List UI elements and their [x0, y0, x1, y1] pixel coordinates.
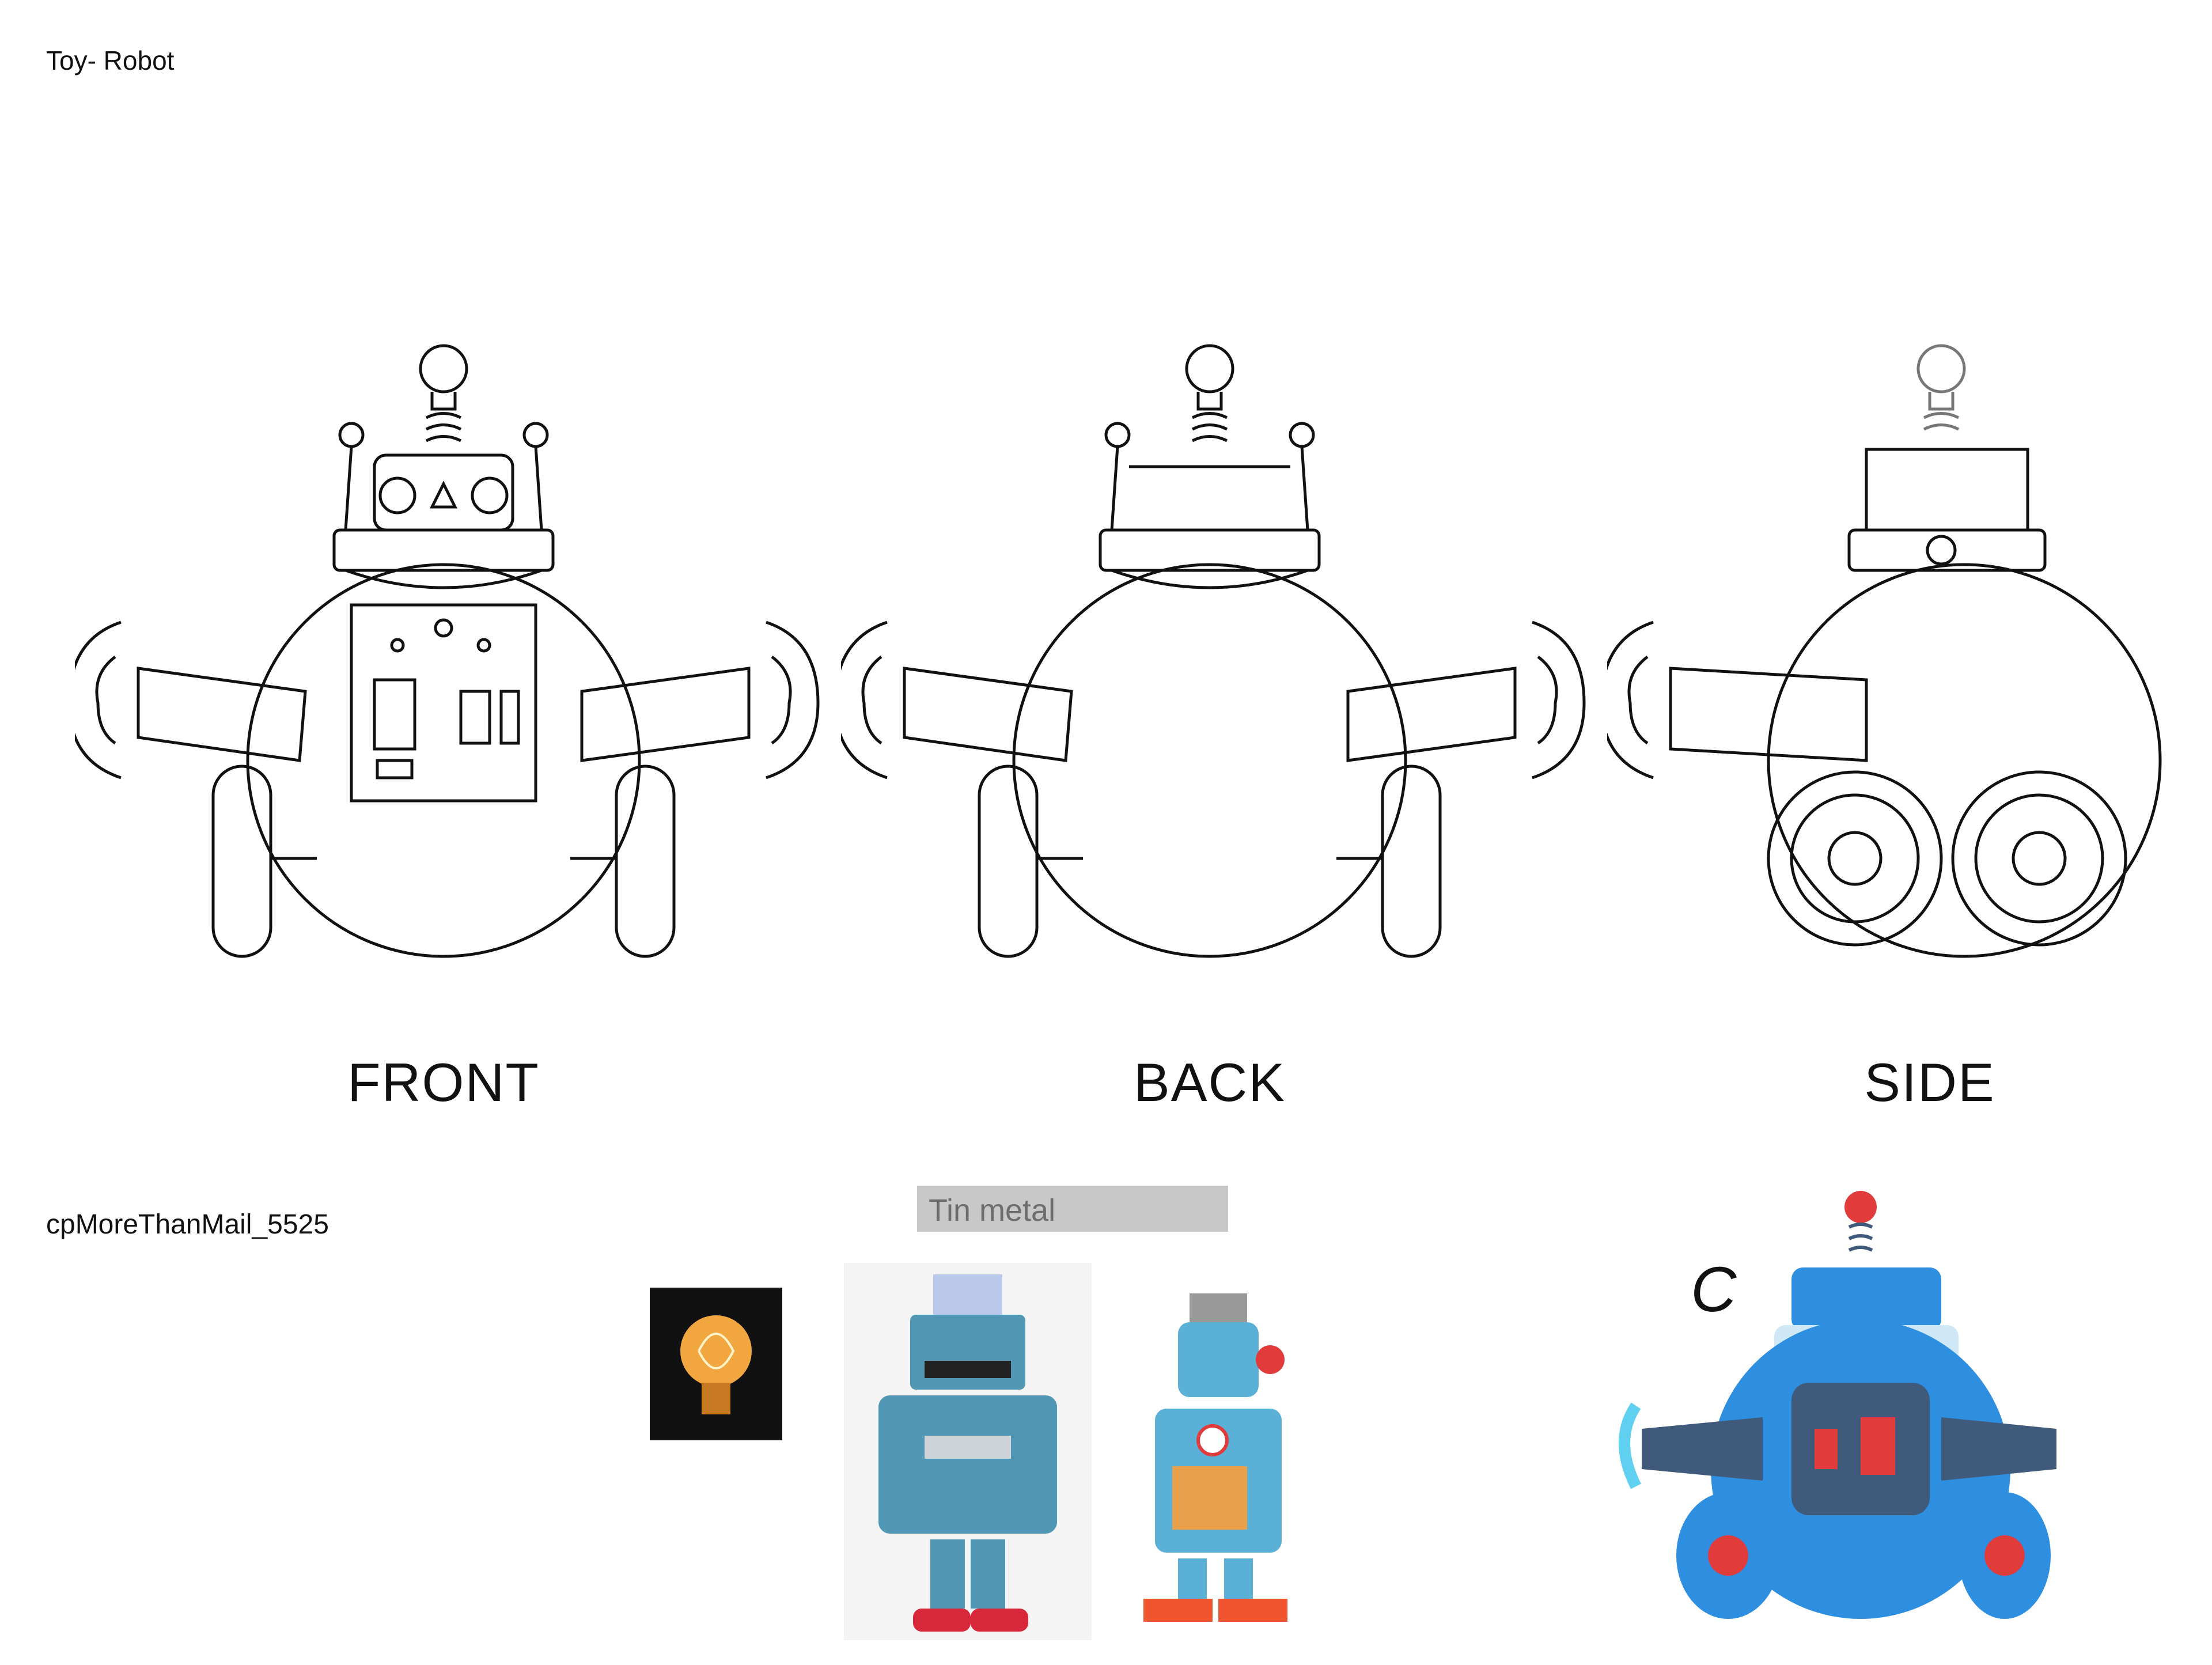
front-view-label: FRONT	[347, 1052, 540, 1112]
robot-side-drawing	[1607, 344, 2162, 958]
material-tag: Tin metal	[917, 1186, 1228, 1232]
page-title: Toy- Robot	[46, 46, 175, 75]
tin-robot-reference-1	[844, 1263, 1092, 1640]
robot-back-drawing	[841, 344, 1586, 958]
side-view-label: SIDE	[1864, 1052, 1995, 1112]
back-view-label: BACK	[1134, 1052, 1286, 1112]
robot-color-concept	[1619, 1191, 2056, 1619]
author-handle: cpMoreThanMail_5525	[46, 1209, 329, 1240]
tin-robot-reference-2	[1143, 1293, 1287, 1622]
robot-front-drawing	[75, 344, 820, 958]
lightbulb-reference-image	[650, 1288, 782, 1440]
concept-variant-letter: C	[1691, 1254, 1737, 1325]
